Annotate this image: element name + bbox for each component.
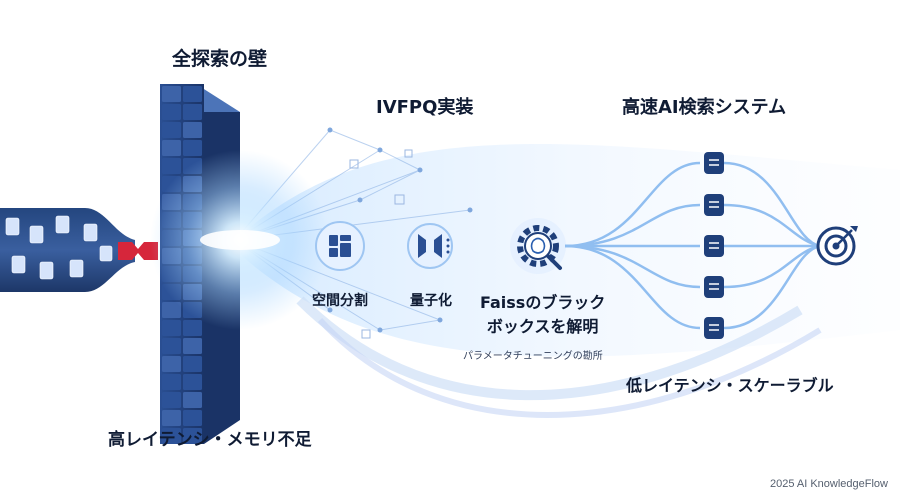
faiss-label: Faissのブラック ボックスを解明 xyxy=(480,291,605,339)
wall-title: 全探索の壁 xyxy=(172,48,268,70)
faiss-label-line1: Faissのブラック xyxy=(480,293,606,312)
document-icon xyxy=(704,152,724,174)
wall-brick xyxy=(162,158,181,174)
wall-brick xyxy=(183,140,202,156)
wall-brick xyxy=(162,104,181,120)
swoosh-curve xyxy=(317,317,822,418)
document-icon xyxy=(704,235,724,257)
document-icon xyxy=(704,276,724,298)
floating-cubes xyxy=(349,149,413,339)
faiss-label-line2: ボックスを解明 xyxy=(486,317,599,336)
compression-icon xyxy=(407,223,453,269)
document-icon xyxy=(704,317,724,339)
wall-brick xyxy=(162,374,181,390)
wall-brick xyxy=(162,122,181,138)
wall-brick xyxy=(162,392,181,408)
quantization-label: 量子化 xyxy=(410,293,452,309)
output-flows xyxy=(564,161,821,330)
grid-partition-icon xyxy=(315,221,365,271)
wall-brick xyxy=(162,410,181,426)
wall-brick xyxy=(162,428,181,444)
wall-brick xyxy=(183,410,202,426)
swoosh-curve xyxy=(296,296,803,401)
output-documents xyxy=(704,152,724,339)
network-nodes xyxy=(327,127,473,333)
high-latency-label: 高レイテンシ・メモリ不足 xyxy=(108,430,312,450)
wall-brick xyxy=(183,374,202,390)
pipe-documents xyxy=(5,215,113,280)
param-tuning-note: パラメータチューニングの勘所 xyxy=(463,351,603,362)
fast-search-title: 高速AI検索システム xyxy=(622,97,787,118)
wall-brick xyxy=(162,356,181,372)
wall-brick xyxy=(183,86,202,102)
target-arrow-icon xyxy=(816,226,858,266)
wall-brick xyxy=(162,320,181,336)
wall-brick xyxy=(183,320,202,336)
burst-core xyxy=(200,230,280,250)
wall-brick xyxy=(162,302,181,318)
gear-brain-search-icon xyxy=(510,218,566,274)
bottleneck-icon xyxy=(118,242,158,260)
wall-brick xyxy=(183,104,202,120)
wall-brick xyxy=(162,86,181,102)
document-icon xyxy=(704,194,724,216)
wall-brick xyxy=(162,338,181,354)
wall-brick xyxy=(183,356,202,372)
wall-brick xyxy=(183,122,202,138)
footer-credit: 2025 AI KnowledgeFlow xyxy=(769,478,888,490)
wall-brick xyxy=(183,428,202,444)
space-split-label: 空間分割 xyxy=(312,293,368,309)
light-beam xyxy=(235,144,900,357)
wall-brick xyxy=(162,140,181,156)
ivfpq-title: IVFPQ実装 xyxy=(376,97,474,118)
low-latency-label: 低レイテンシ・スケーラブル xyxy=(626,376,834,395)
wall-brick xyxy=(183,392,202,408)
wall-brick xyxy=(183,338,202,354)
